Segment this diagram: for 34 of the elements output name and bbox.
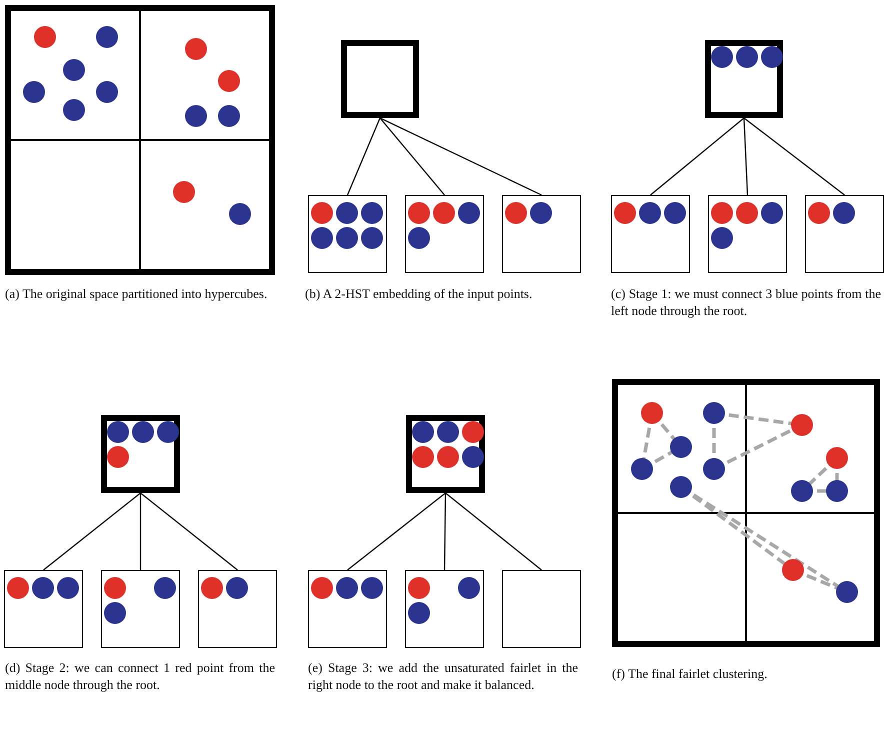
figure-caption: (b) A 2-HST embedding of the input points. bbox=[305, 286, 534, 303]
tree-node-box bbox=[405, 570, 484, 648]
tree-edge bbox=[380, 118, 445, 196]
tree-edge bbox=[380, 117, 542, 196]
tree-node-box bbox=[308, 195, 387, 273]
figure-caption: (a) The original space partitioned into hypercubes. bbox=[5, 286, 268, 303]
tree-node-box bbox=[805, 195, 884, 273]
tree-node-box bbox=[611, 195, 690, 273]
tree-node-box bbox=[406, 415, 485, 493]
figure-caption: (f) The final fairlet clustering. bbox=[612, 666, 768, 683]
tree-edge bbox=[744, 118, 845, 196]
tree-node-box bbox=[4, 570, 83, 648]
figure-caption: (c) Stage 1: we must connect 3 blue points from the left node through the root. bbox=[611, 286, 881, 320]
tree-edge bbox=[43, 492, 141, 570]
tree-edge bbox=[445, 492, 542, 570]
tree-node-box bbox=[101, 415, 180, 493]
tree-edge bbox=[140, 492, 238, 570]
tree-node-box bbox=[708, 195, 787, 273]
tree-edge bbox=[444, 493, 446, 570]
tree-edge bbox=[347, 492, 446, 570]
tree-node-box bbox=[502, 570, 581, 648]
tree-edge bbox=[650, 118, 744, 196]
figure-caption: (e) Stage 3: we add the unsaturated fairlet in the right node to the root and make it balanced. bbox=[308, 660, 578, 694]
tree-node-box bbox=[502, 195, 581, 273]
tree-node-box bbox=[101, 570, 180, 648]
tree-edge bbox=[346, 118, 381, 196]
tree-edge bbox=[743, 118, 748, 196]
figure-caption: (d) Stage 2: we can connect 1 red point from the middle node through the root. bbox=[5, 660, 275, 694]
tree-node-box bbox=[308, 570, 387, 648]
tree-edge bbox=[140, 493, 142, 570]
tree-node-box bbox=[198, 570, 277, 648]
tree-node-box bbox=[705, 40, 783, 118]
tree-node-box bbox=[405, 195, 484, 273]
tree-node-box bbox=[341, 40, 419, 118]
